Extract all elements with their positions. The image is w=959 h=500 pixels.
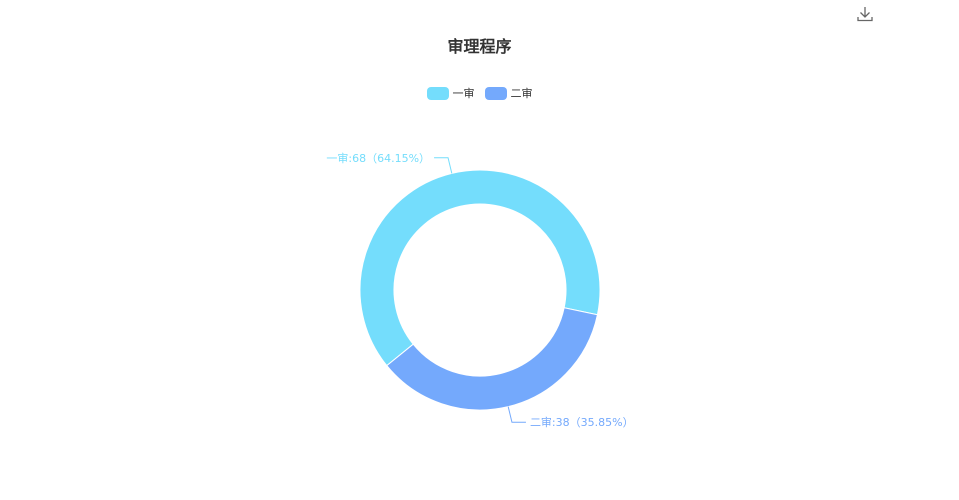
label-line-2: [507, 406, 526, 423]
download-icon[interactable]: [855, 4, 875, 24]
legend-item-1[interactable]: 一审: [426, 85, 475, 101]
donut-slice-1[interactable]: [359, 169, 601, 367]
legend-label-2: 二审: [510, 87, 533, 100]
chart-title: 审理程序: [447, 37, 512, 56]
legend-swatch-1: [426, 86, 449, 100]
slice-label-2: 二审:38（35.85%）: [530, 415, 634, 429]
label-line-1: [434, 157, 453, 174]
legend: 一审 二审: [0, 85, 959, 101]
legend-item-2[interactable]: 二审: [484, 85, 533, 101]
legend-label-1: 一审: [452, 87, 475, 100]
slice-label-1: 一审:68（64.15%）: [326, 151, 430, 165]
legend-swatch-2: [484, 86, 507, 100]
donut-slice-2[interactable]: [386, 307, 599, 411]
